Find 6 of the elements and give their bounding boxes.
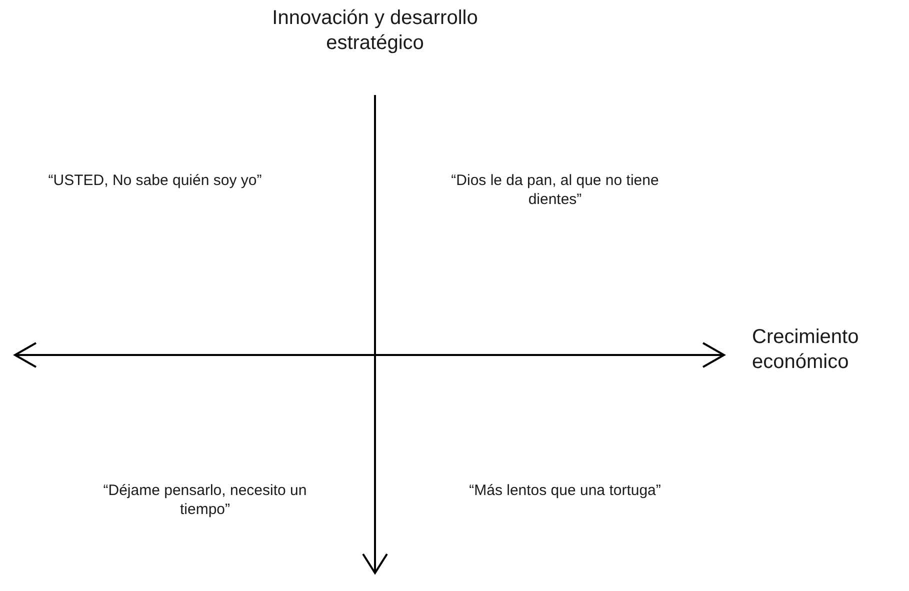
axis-label: Crecimiento económico (752, 325, 860, 375)
quadrant-quote: “Dios le da pan, al que no tiene dientes” (450, 172, 660, 210)
quadrant-quote: “USTED, No sabe quién soy yo” (47, 172, 263, 191)
quadrant-quote: “Más lentos que una tortuga” (468, 482, 662, 501)
quadrant-quote: “Déjame pensarlo, necesito un tiempo” (102, 482, 308, 520)
axis-label: Innovación y desarrollo estratégico (271, 6, 479, 56)
